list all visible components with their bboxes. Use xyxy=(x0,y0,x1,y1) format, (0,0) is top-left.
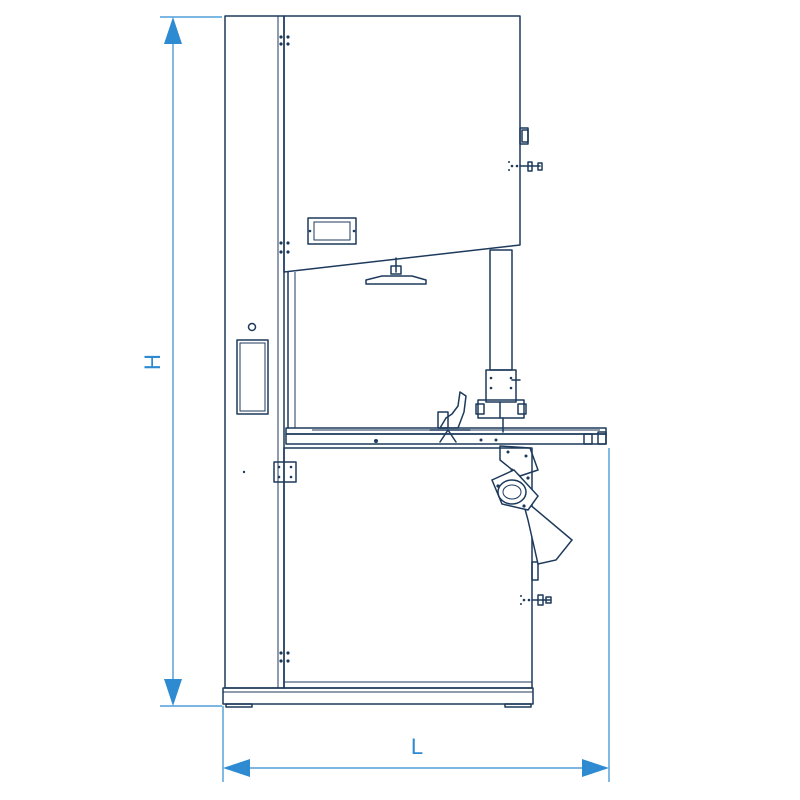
length-label: L xyxy=(411,734,423,759)
length-dimension: L xyxy=(222,448,610,782)
blade-guide-post xyxy=(475,249,527,433)
upper-wheel-housing xyxy=(279,15,543,285)
height-arrow-bottom-icon xyxy=(164,679,182,706)
machine-column xyxy=(224,15,297,689)
length-arrow-right-icon xyxy=(582,759,609,777)
height-label: H xyxy=(140,354,165,370)
dust-port xyxy=(491,469,574,565)
throat-frame xyxy=(287,271,296,429)
length-arrow-left-icon xyxy=(223,759,250,777)
lower-wheel-housing xyxy=(279,447,552,689)
height-arrow-top-icon xyxy=(164,17,182,44)
machine-base xyxy=(222,687,534,708)
height-dimension: H xyxy=(140,16,222,707)
saw-table xyxy=(285,391,607,445)
